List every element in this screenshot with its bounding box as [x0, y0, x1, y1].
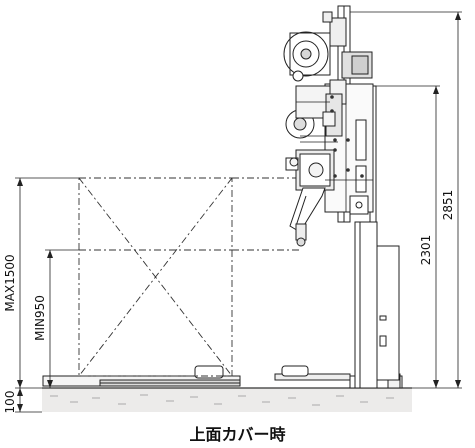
mechanism [285, 85, 343, 191]
pallet-base [42, 365, 403, 389]
applicator-arm [289, 187, 326, 247]
max-height-label: MAX1500 [3, 254, 17, 311]
mechanism-details [296, 84, 373, 212]
frame-bolts [330, 95, 364, 178]
overall-height-label: 2851 [441, 190, 455, 221]
floor-base [42, 387, 412, 412]
floor-offset-label: 100 [3, 391, 17, 414]
dimension-left [15, 177, 79, 413]
caption: 上面カバー時 [189, 425, 286, 444]
dimension-right [345, 11, 462, 389]
label-roll [283, 31, 331, 82]
column-height-label: 2301 [419, 235, 433, 266]
load-outline-max [78, 177, 300, 377]
min-height-label: MIN950 [33, 295, 47, 341]
